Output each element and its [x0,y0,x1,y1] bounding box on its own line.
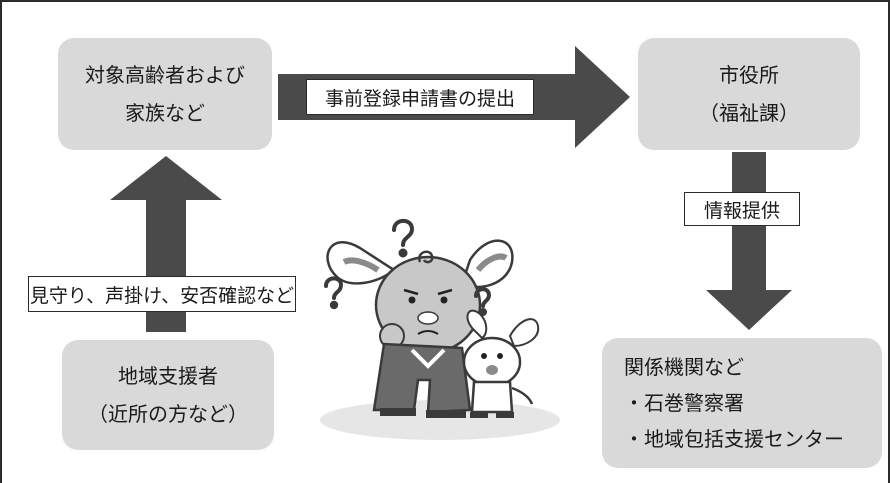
frame-right-line [888,0,890,483]
node-local-supporters: 地域支援者 （近所の方など） [62,340,274,450]
flow-registration-text: 事前登録申請書の提出 [324,87,515,110]
mascot-illustration-icon [320,239,560,440]
up-arrow-icon [110,156,222,332]
node-elderly-and-family: 対象高齢者および 家族など [58,38,272,150]
flow-label-watching: 見守り、声掛け、安否確認など [28,276,296,312]
flow-label-registration: 事前登録申請書の提出 [306,79,534,115]
node-elderly-line1: 対象高齢者および [85,63,245,87]
flow-info-sharing-text: 情報提供 [703,199,780,222]
frame-left-line [0,0,2,483]
node-agencies-line2: ・石巻警察署 [624,391,744,415]
node-city-hall-line1: 市役所 [719,63,779,87]
node-supporters-line2: （近所の方など） [88,402,248,426]
question-mark-icon [324,218,492,316]
node-city-hall: 市役所 （福祉課） [638,38,860,150]
node-agencies-line3: ・地域包括支援センター [624,427,844,451]
down-arrow-icon [706,152,792,330]
node-city-hall-line2: （福祉課） [699,101,799,125]
frame-top-line [0,0,890,2]
node-related-agencies: 関係機関など ・石巻警察署 ・地域包括支援センター [602,338,882,468]
flow-label-info-sharing: 情報提供 [684,192,800,226]
flow-watching-text: 見守り、声掛け、安否確認など [29,284,295,307]
node-agencies-line1: 関係機関など [624,355,744,379]
node-supporters-line1: 地域支援者 [118,364,218,388]
node-elderly-line2: 家族など [125,101,205,125]
